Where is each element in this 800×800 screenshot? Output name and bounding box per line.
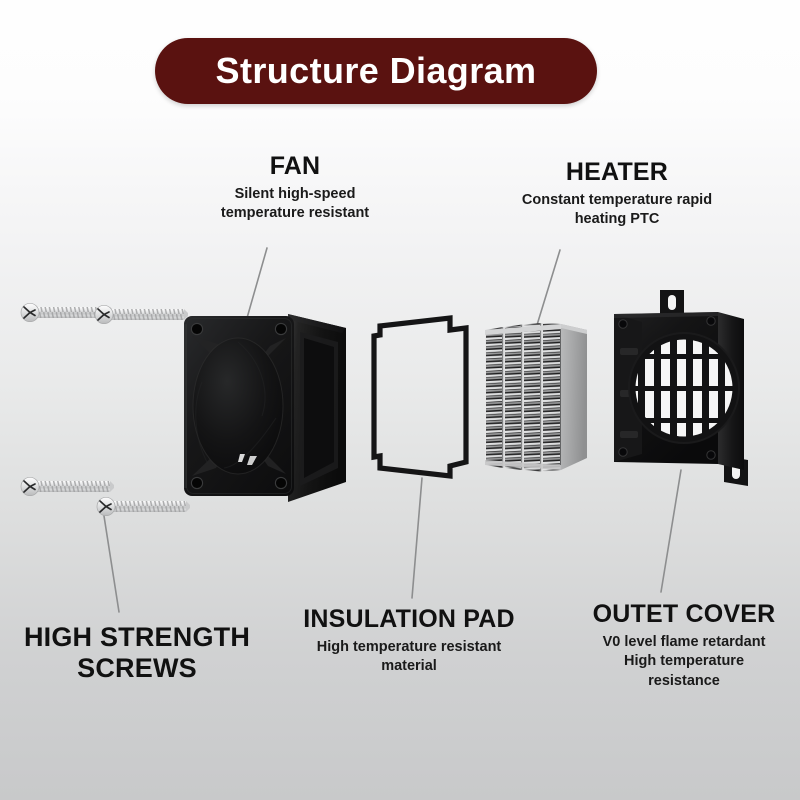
- insulation-pad-component: [371, 315, 469, 479]
- label-outlet-cover-title: OUTET COVER: [592, 600, 776, 628]
- label-screws-title-1: HIGH STRENGTH: [23, 622, 251, 652]
- label-insulation-pad-sub-2: material: [381, 658, 437, 675]
- label-heater-title: HEATER: [565, 158, 669, 186]
- fan-component: [184, 314, 346, 502]
- label-heater: HEATER Constant temperature rapid heatin…: [492, 158, 742, 230]
- label-heater-sub-2: heating PTC: [574, 211, 660, 228]
- page-title: Structure Diagram: [215, 50, 537, 91]
- title-banner: Structure Diagram: [155, 38, 597, 104]
- label-heater-sub-1: Constant temperature rapid: [521, 191, 713, 208]
- outlet-cover-component: [614, 290, 748, 486]
- leader-outlet-cover: [660, 469, 682, 593]
- label-screws-title-2: SCREWS: [77, 653, 197, 684]
- mounting-tab-top: [660, 290, 684, 316]
- label-insulation-pad-title: INSULATION PAD: [303, 605, 515, 633]
- label-outlet-cover-sub-2: High temperature: [623, 653, 745, 670]
- label-fan-sub-1: Silent high-speed: [234, 185, 356, 202]
- label-insulation-pad-sub-1: High temperature resistant: [316, 638, 502, 655]
- screw-2: [94, 304, 188, 325]
- leader-insulation-pad: [411, 477, 423, 599]
- label-outlet-cover-sub-1: V0 level flame retardant: [602, 633, 766, 650]
- screw-3: [20, 476, 114, 497]
- grille: [628, 332, 740, 444]
- label-screws: HIGH STRENGTH SCREWS: [8, 622, 266, 684]
- heater-component: [485, 323, 587, 472]
- label-fan-sub-2: temperature resistant: [220, 205, 370, 222]
- leader-heater: [536, 249, 561, 326]
- label-fan-title: FAN: [269, 152, 321, 180]
- screw-4: [96, 496, 190, 517]
- label-insulation-pad: INSULATION PAD High temperature resistan…: [278, 605, 540, 677]
- label-outlet-cover: OUTET COVER V0 level flame retardant Hig…: [570, 600, 798, 691]
- leader-fan: [246, 247, 268, 319]
- leader-screws: [103, 515, 120, 613]
- label-fan: FAN Silent high-speed temperature resist…: [190, 152, 400, 224]
- label-outlet-cover-sub-3: resistance: [648, 672, 720, 689]
